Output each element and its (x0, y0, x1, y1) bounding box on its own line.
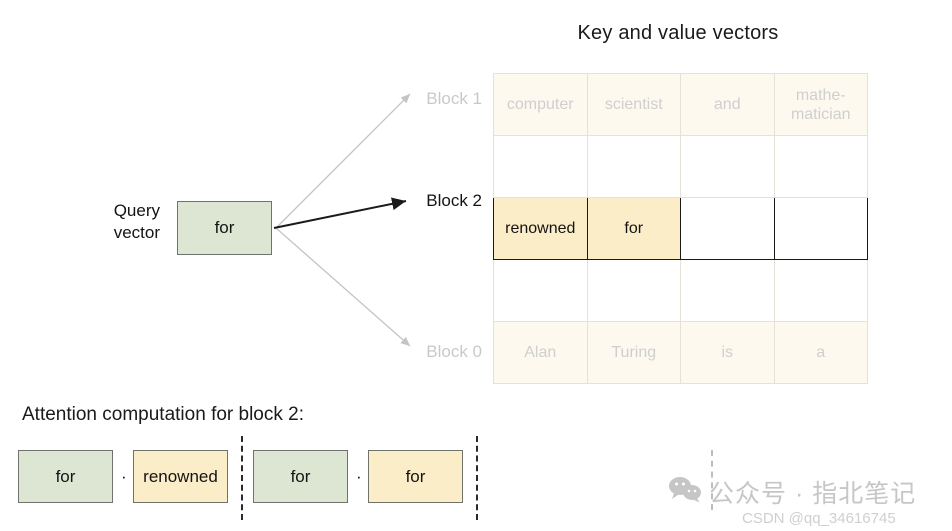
table-row: computer scientist and mathe- matician (493, 73, 868, 136)
table-cell (773, 135, 868, 198)
block-label-block-2: Block 2 (426, 191, 482, 210)
query-vector-box[interactable]: for (177, 201, 272, 255)
table-row (493, 135, 868, 198)
attention-separator-left (241, 436, 243, 520)
table-cell (680, 259, 775, 322)
watermark-text: 公众号 · 指北笔记 (709, 480, 917, 508)
table-cell: and (680, 73, 775, 136)
attention-term-1-operator: · (121, 467, 127, 486)
table-cell-text-wrapped: mathe- matician (790, 86, 851, 123)
table-cell: a (773, 321, 868, 384)
query-vector-label-line2: vector (113, 223, 160, 242)
table-cell (586, 259, 681, 322)
attention-term-2-operator: · (356, 467, 362, 486)
attention-term-1-query-box[interactable]: for (18, 450, 113, 503)
table-cell (493, 135, 588, 198)
attention-term-1-key-box[interactable]: renowned (133, 450, 228, 503)
table-cell: scientist (586, 73, 681, 136)
block-label-block-1: Block 1 (426, 89, 482, 108)
table-cell (586, 135, 681, 198)
watermark-credit: CSDN @qq_34616745 (742, 510, 896, 527)
table-cell (680, 135, 775, 198)
watermark-separator (711, 450, 713, 510)
table-cell: mathe- matician (773, 73, 868, 136)
query-vector-label-line1: Query (113, 201, 160, 220)
table-cell (493, 259, 588, 322)
attention-term-2-query-box[interactable]: for (253, 450, 348, 503)
watermark: 公众号 · 指北笔记 (668, 474, 916, 510)
key-value-vectors-title: Key and value vectors (577, 22, 779, 44)
table-cell-highlighted[interactable]: for (586, 197, 681, 260)
arrow-to-block-0 (275, 227, 411, 347)
table-row-highlighted[interactable]: renowned for (493, 197, 868, 260)
wechat-icon (668, 476, 702, 508)
attention-separator-right (476, 436, 478, 520)
table-row: Alan Turing is a (493, 321, 868, 384)
attention-term-2-key-box[interactable]: for (368, 450, 463, 503)
attention-computation-title: Attention computation for block 2: (22, 404, 304, 425)
table-cell-highlighted[interactable]: renowned (493, 197, 588, 260)
key-value-table: computer scientist and mathe- matician r… (493, 73, 868, 384)
table-cell[interactable] (773, 197, 868, 260)
block-label-block-0: Block 0 (426, 342, 482, 361)
table-row (493, 259, 868, 322)
query-vector-label: Query vector (60, 200, 160, 244)
table-cell: Turing (586, 321, 681, 384)
table-cell: Alan (493, 321, 588, 384)
table-cell (773, 259, 868, 322)
table-cell: computer (493, 73, 588, 136)
table-cell[interactable] (680, 197, 775, 260)
table-cell: is (680, 321, 775, 384)
